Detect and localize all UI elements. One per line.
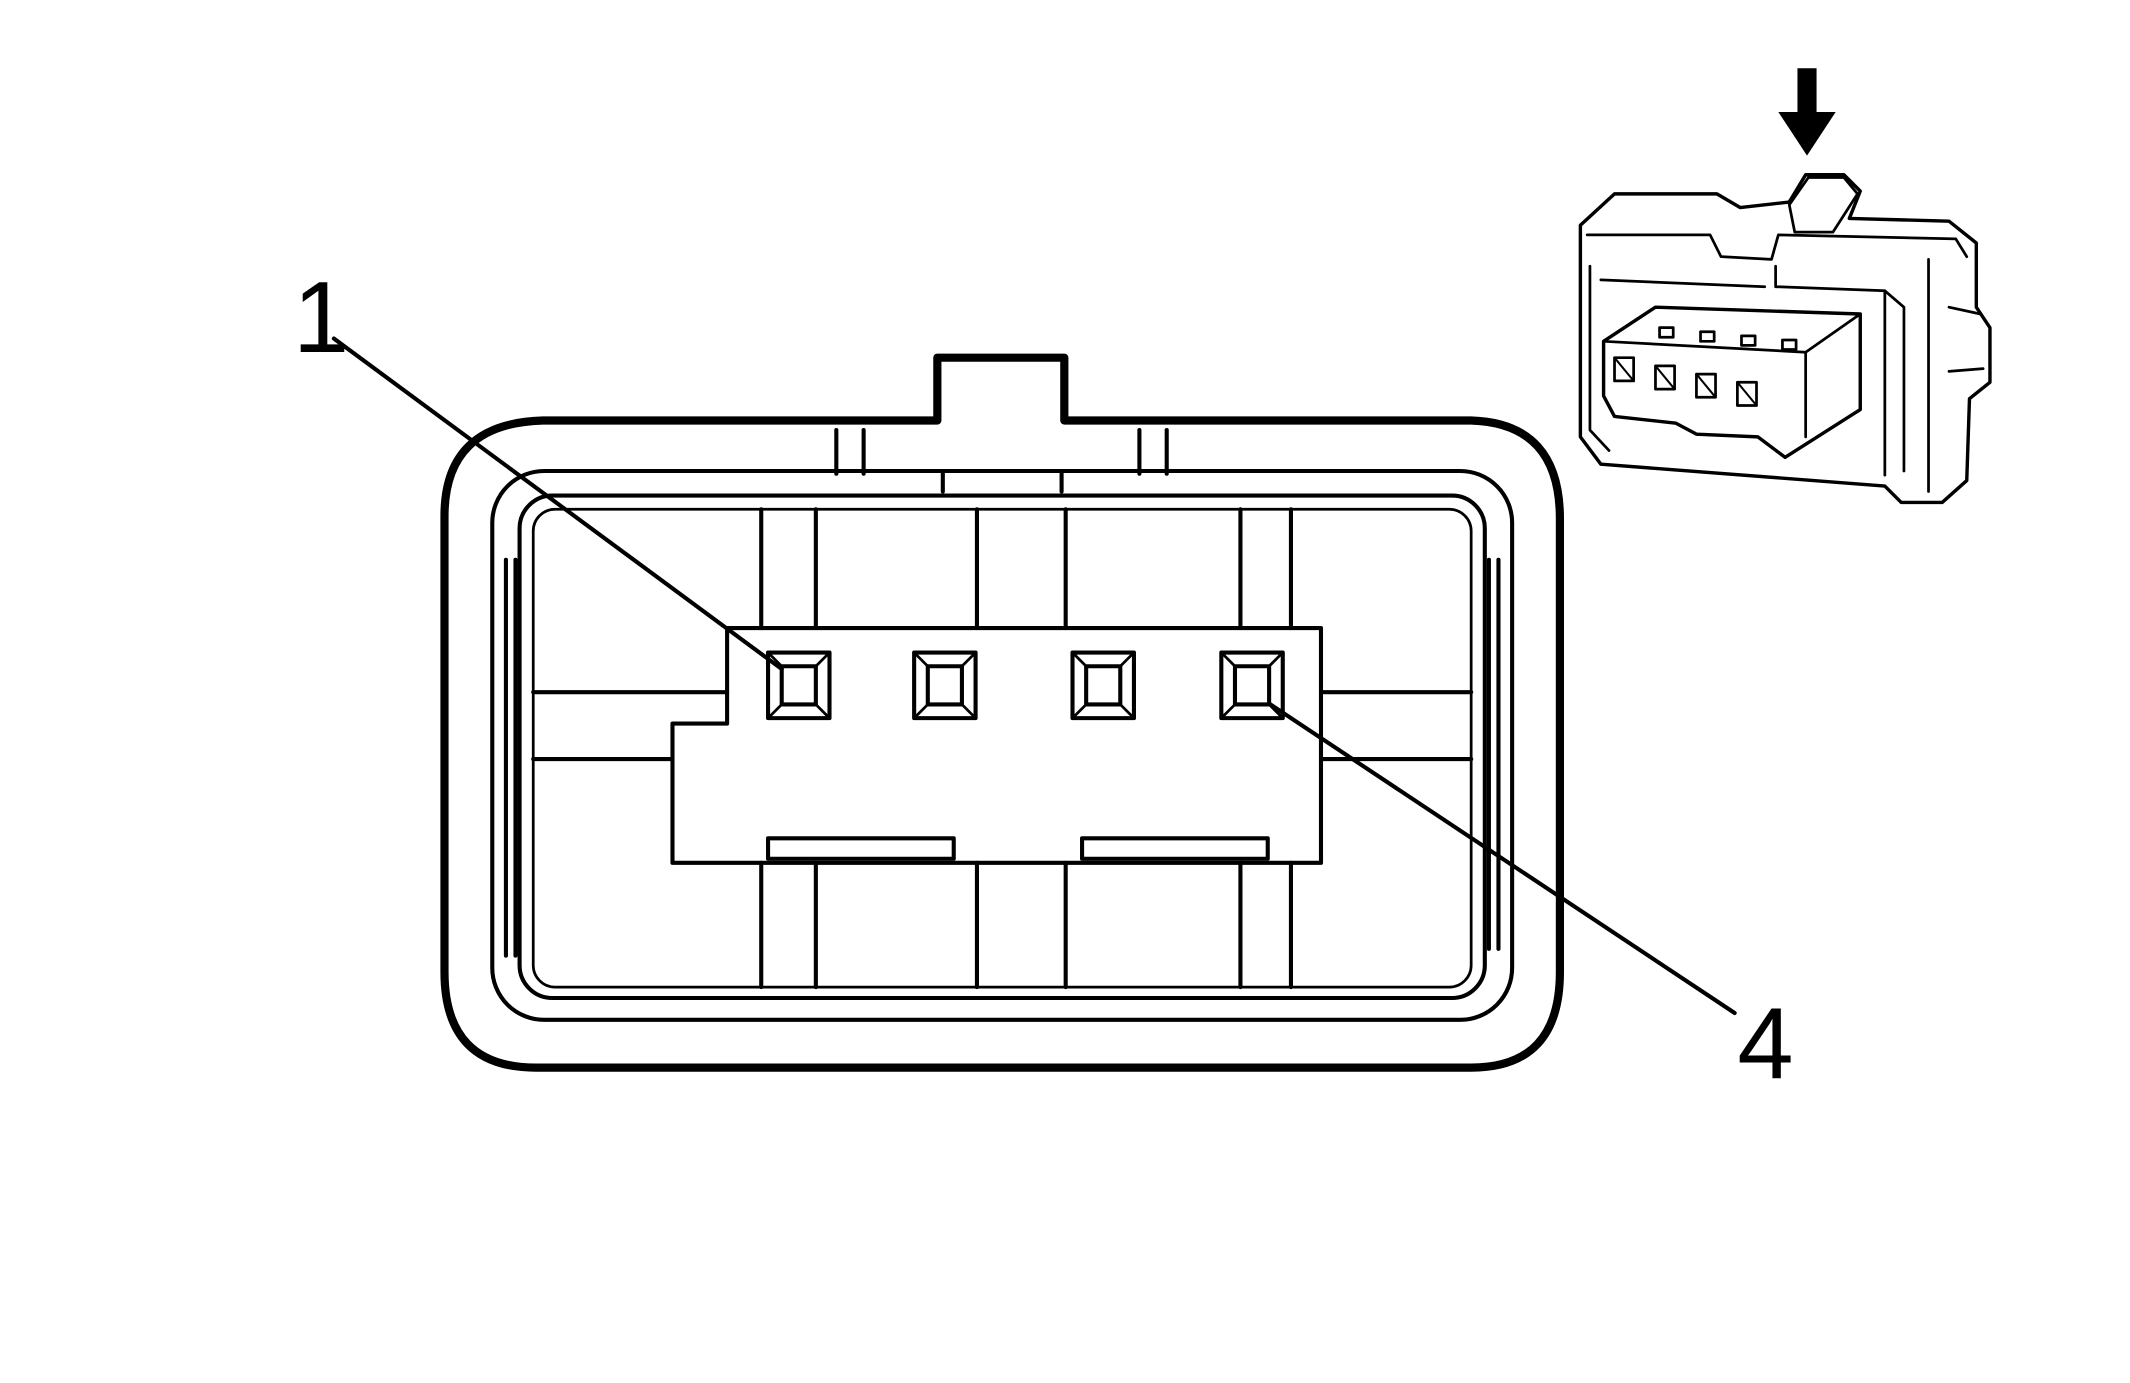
pin-label-4: 4: [1737, 989, 1793, 1101]
pin-label-1: 1: [293, 262, 349, 374]
lock-slot-right: [1080, 836, 1270, 861]
latch-rails: [834, 428, 1169, 494]
inner-wall-core: [531, 507, 1473, 989]
connector-isometric-inset: [1578, 68, 1992, 505]
terminal-body: [670, 625, 1324, 865]
connector-face-view: 1 4: [293, 262, 1794, 1100]
lock-slot-left: [766, 836, 956, 861]
inset-pins: [1613, 356, 1758, 407]
pin-1: [766, 650, 832, 721]
inset-terminal-block: [1601, 305, 1862, 460]
housing-outline: [440, 353, 1564, 1072]
inset-shell: [1578, 173, 1992, 505]
pin-2: [912, 650, 978, 721]
down-arrow-icon: [1778, 68, 1836, 156]
side-ribs: [503, 557, 1501, 958]
inner-wall-inner: [517, 493, 1487, 1001]
cavity-dividers: [531, 507, 1474, 990]
pin-3: [1070, 650, 1136, 721]
pin-4: [1219, 650, 1285, 721]
inner-wall-outer: [490, 468, 1515, 1022]
leader-line-pin-4: [1268, 702, 1737, 1016]
leader-line-pin-1: [331, 336, 784, 672]
